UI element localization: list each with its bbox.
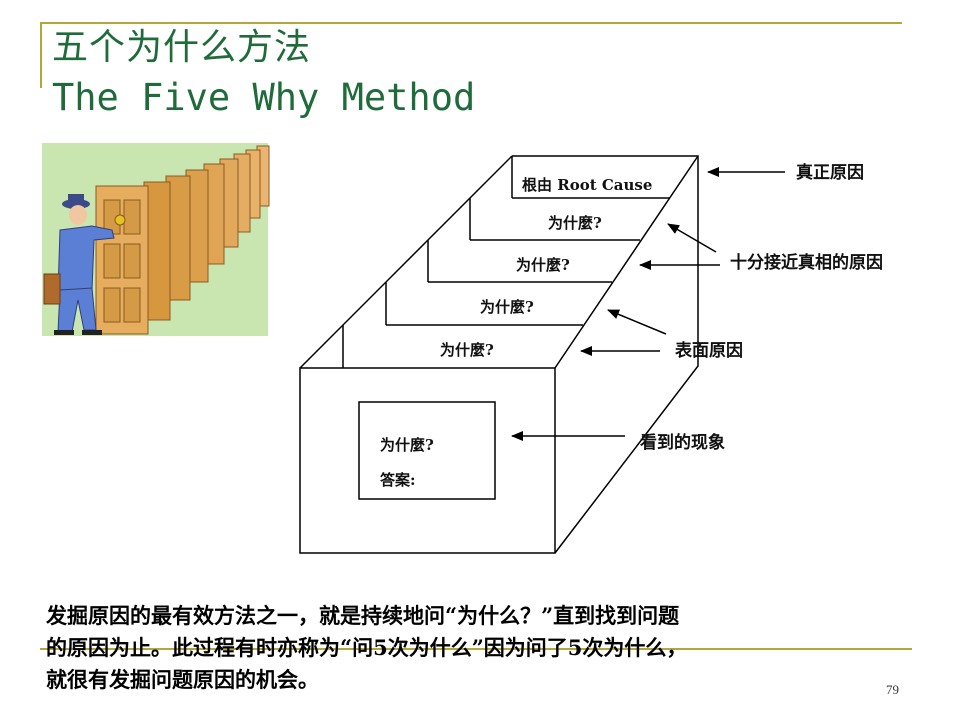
caption-line-3: 就很有发掘问题原因的机会。: [46, 667, 319, 692]
front-box-answer-label: 答案:: [380, 471, 416, 489]
caption-line-1: 发掘原因的最有效方法之一，就是持续地问“为什么？”直到找到问题: [46, 603, 680, 628]
level-label-why-2: 为什麼?: [480, 298, 534, 316]
caption-line-2: 的原因为止。此过程有时亦称为“问5次为什么”因为问了5次为什么，: [46, 635, 688, 660]
door-row-illustration: [95, 145, 270, 335]
annotation-surface-cause: 表面原因: [675, 340, 743, 361]
phenomenon-box: [358, 401, 496, 500]
man-figure-illustration: [43, 194, 115, 335]
level-label-root-cause: 根由 Root Cause: [522, 176, 652, 194]
front-box-question: 为什麼?: [380, 436, 434, 454]
annotation-true-cause: 真正原因: [796, 162, 864, 183]
arrow-near-cause-upper: [667, 223, 717, 253]
annotation-arrows: [511, 167, 785, 441]
footer-rule: [40, 648, 912, 650]
slide-title-english: The Five Why Method: [52, 76, 476, 119]
page-number: 79: [886, 682, 899, 697]
level-label-why-4: 为什麼?: [548, 214, 602, 232]
man-opening-doors-illustration: [42, 143, 270, 336]
arrow-surface-upper: [607, 309, 667, 335]
slide-title-chinese: 五个为什么方法: [52, 27, 312, 68]
title-rule-top: [40, 22, 902, 24]
explanation-caption: 发掘原因的最有效方法之一，就是持续地问“为什么？”直到找到问题 的原因为止。此过…: [46, 600, 896, 696]
annotation-near-true-cause: 十分接近真相的原因: [730, 252, 883, 273]
box-structure: [299, 155, 699, 554]
title-rule-left: [40, 22, 42, 88]
annotation-observed: 看到的现象: [639, 432, 725, 453]
level-label-why-3: 为什麼?: [516, 256, 570, 274]
level-label-why-1: 为什麼?: [440, 341, 494, 359]
